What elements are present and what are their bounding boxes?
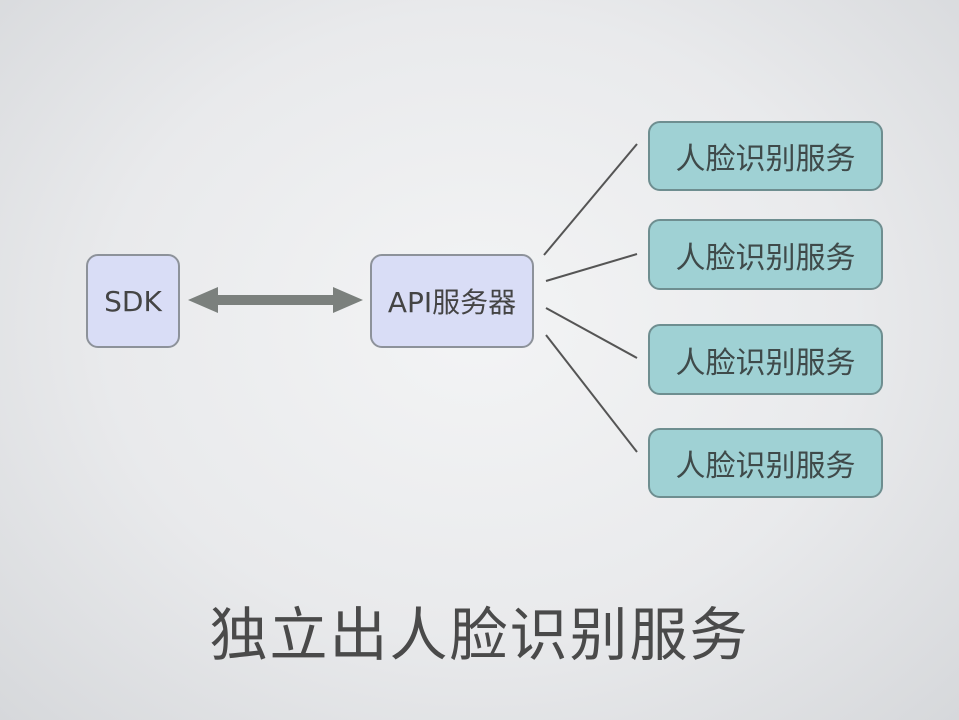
connector-line: [545, 307, 638, 359]
face-recognition-service-box: 人脸识别服务: [648, 428, 883, 498]
face-recognition-service-box: 人脸识别服务: [648, 324, 883, 395]
service-label: 人脸识别服务: [675, 142, 856, 177]
slide-title: 独立出人脸识别服务: [209, 601, 750, 669]
face-recognition-service-box: 人脸识别服务: [648, 219, 883, 290]
sdk-label: SDK: [104, 284, 162, 318]
face-recognition-service-box: 人脸识别服务: [648, 121, 883, 191]
api-server-box: API服务器: [370, 254, 534, 348]
connector-line: [545, 253, 638, 282]
api-server-label: API服务器: [387, 286, 517, 319]
service-label: 人脸识别服务: [675, 449, 856, 484]
service-label: 人脸识别服务: [675, 240, 856, 276]
service-label: 人脸识别服务: [675, 345, 856, 381]
connector-line: [545, 334, 638, 453]
connector-line: [543, 143, 638, 256]
sdk-box: SDK: [86, 254, 180, 348]
fan-out-lines: [543, 143, 638, 453]
bidirectional-arrow: [188, 287, 363, 313]
